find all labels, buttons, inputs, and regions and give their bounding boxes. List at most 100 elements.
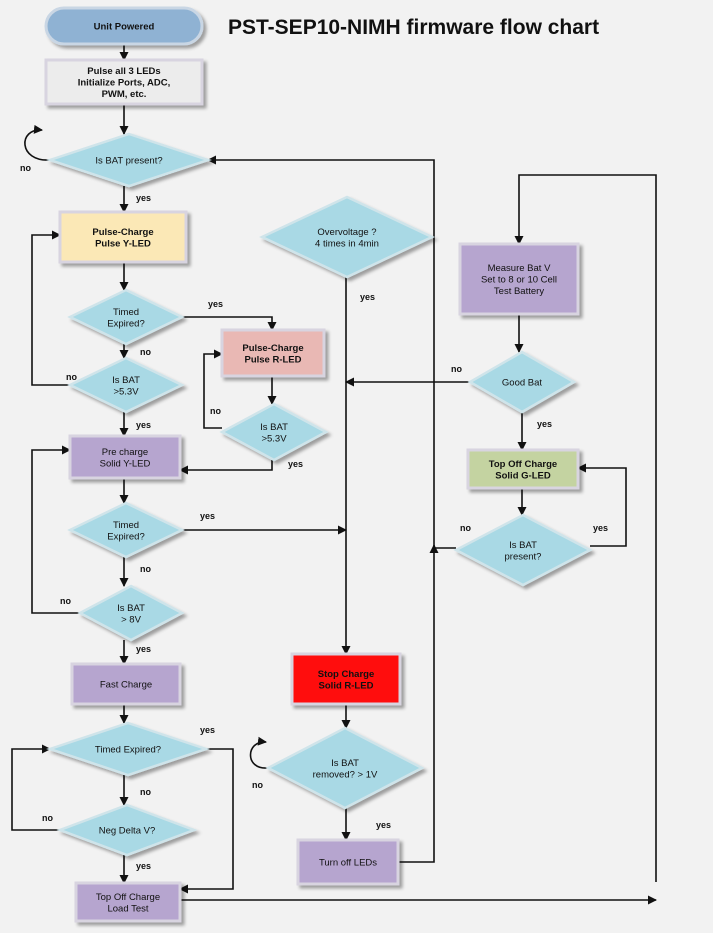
process-shape [458, 242, 580, 316]
node-text-pulse-charge-y-1: Pulse Y-LED [95, 238, 151, 249]
node-text-pulse-charge-r-1: Pulse R-LED [244, 354, 301, 365]
node-text-is-bat-present-2-1: present? [505, 551, 542, 562]
edge-label-present-yes: yes [136, 193, 151, 203]
node-text-fast-charge-0: Fast Charge [100, 680, 152, 691]
decision-shape [67, 288, 185, 346]
decision-shape [46, 132, 212, 188]
retry-loop-removed [249, 736, 269, 769]
node-text-is-bat-present-2-0: Is BAT [509, 540, 537, 551]
node-text-is-bat-5v3-a-1: >5.3V [113, 386, 139, 397]
decision-shape [259, 195, 435, 279]
node-text-good-bat-0: Good Bat [502, 378, 542, 389]
node-text-unit-powered-0: Unit Powered [94, 22, 155, 33]
node-text-is-bat-8v-1: > 8V [121, 614, 141, 625]
node-text-timed-expired-2-1: Expired? [107, 531, 145, 542]
edge-label-timed2-yes: yes [200, 511, 215, 521]
edge-label-timed2-no: no [140, 564, 151, 574]
node-is-bat-5v3-b: Is BAT>5.3V [219, 402, 329, 462]
edge-label-bat8-yes: yes [136, 644, 151, 654]
edge-label-negdv-no: no [42, 813, 53, 823]
node-text-pulse-charge-y-0: Pulse-Charge [92, 227, 153, 238]
process-shape [466, 448, 580, 490]
node-text-timed-expired-1-1: Expired? [107, 318, 145, 329]
edge-label-goodbat-no: no [451, 364, 462, 374]
connector-10 [179, 460, 273, 475]
edge-label-timed3-yes: yes [200, 725, 215, 735]
node-text-init-1: Initialize Ports, ADC, [78, 78, 171, 89]
chart-title: PST-SEP10-NIMH firmware flow chart [228, 16, 599, 39]
edge-label-timed1-no: no [140, 347, 151, 357]
node-is-bat-present: Is BAT present? [46, 132, 212, 188]
connector-5 [31, 230, 70, 386]
connector-13 [31, 445, 80, 614]
terminal-shape [44, 6, 204, 46]
node-text-top-off-load-1: Load Test [107, 903, 148, 914]
node-text-timed-expired-1-0: Timed [113, 307, 139, 318]
process-shape [290, 652, 402, 706]
node-is-bat-8v: Is BAT> 8V [77, 584, 185, 642]
connector-30 [577, 463, 627, 547]
edge-label-removed-no: no [252, 780, 263, 790]
node-text-init-2: PWM, etc. [102, 89, 147, 100]
process-shape [220, 328, 326, 378]
node-text-init-0: Pulse all 3 LEDs [87, 66, 160, 77]
decision-shape [219, 402, 329, 462]
node-fast-charge: Fast Charge [70, 662, 182, 706]
node-text-timed-expired-3-0: Timed Expired? [95, 745, 161, 756]
node-text-measure-bat-2: Test Battery [494, 286, 544, 297]
connector-20 [179, 748, 234, 894]
node-text-top-off-g-0: Top Off Charge [489, 459, 557, 470]
edge-label-present2-no: no [460, 523, 471, 533]
edge-label-bat53b-yes: yes [288, 459, 303, 469]
process-shape [44, 58, 204, 106]
edge-label-timed1-yes: yes [208, 299, 223, 309]
node-text-is-bat-present-0: Is BAT present? [95, 156, 162, 167]
edge-label-goodbat-yes: yes [537, 419, 552, 429]
node-text-neg-delta-v-0: Neg Delta V? [99, 826, 156, 837]
connector-32 [514, 174, 657, 882]
node-text-is-bat-removed-0: Is BAT [331, 758, 359, 769]
node-text-is-bat-8v-0: Is BAT [117, 603, 145, 614]
process-shape [74, 881, 182, 923]
edge-label-removed-yes: yes [376, 820, 391, 830]
connector-lines [11, 44, 657, 905]
node-text-is-bat-5v3-a-0: Is BAT [112, 375, 140, 386]
node-timed-expired-3: Timed Expired? [46, 721, 210, 777]
node-is-bat-5v3-a: Is BAT>5.3V [67, 356, 185, 414]
edge-label-bat53a-no: no [66, 372, 77, 382]
decision-shape [77, 584, 185, 642]
node-good-bat: Good Bat [467, 350, 577, 414]
connector-9 [203, 349, 223, 429]
node-text-turn-off-leds-0: Turn off LEDs [319, 858, 377, 869]
edge-label-timed3-no: no [140, 787, 151, 797]
process-shape [58, 210, 188, 264]
node-text-measure-bat-0: Measure Bat V [488, 263, 551, 274]
retry-loop-present [24, 124, 51, 161]
edge-label-present2-yes: yes [593, 523, 608, 533]
node-text-stop-charge-1: Solid R-LED [319, 680, 374, 691]
connector-18 [11, 744, 60, 831]
node-text-is-bat-removed-1: removed? > 1V [313, 769, 378, 780]
node-neg-delta-v: Neg Delta V? [56, 803, 198, 857]
decision-shape [453, 513, 593, 587]
edge-label-present-no: no [20, 163, 31, 173]
node-unit-powered: Unit Powered [44, 6, 204, 46]
node-text-pre-charge-0: Pre charge [102, 447, 148, 458]
process-shape [68, 434, 182, 480]
node-text-is-bat-5v3-b-1: >5.3V [261, 433, 287, 444]
node-text-pre-charge-1: Solid Y-LED [100, 458, 151, 469]
edge-label-overvolt-yes: yes [360, 292, 375, 302]
